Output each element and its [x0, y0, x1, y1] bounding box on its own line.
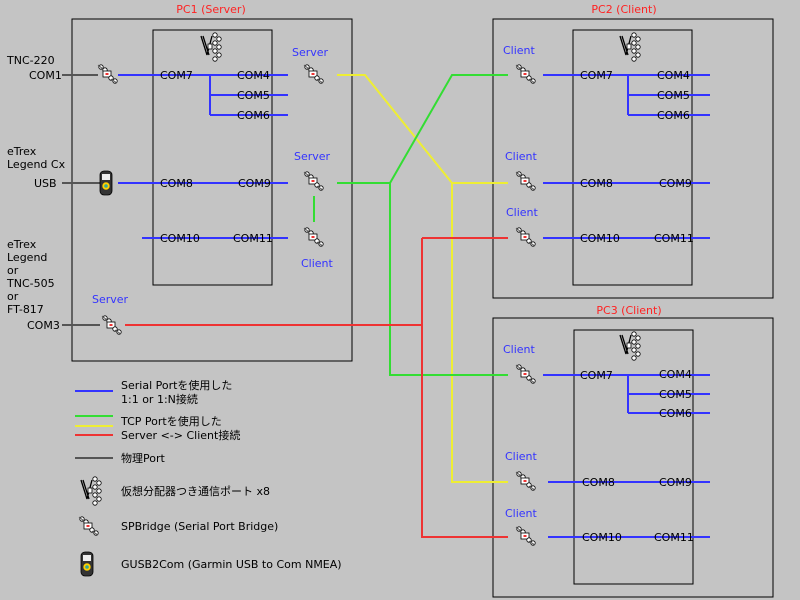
legend-gps-icon: [80, 551, 94, 577]
pc1-com4-label: COM4: [237, 69, 270, 82]
pc1-com7-label: COM7: [160, 69, 193, 82]
pc3-com4-label: COM4: [659, 368, 692, 381]
pc3-client-bridge-icon-2: [515, 471, 536, 491]
legend-serial-text-2: 1:1 or 1:N接続: [121, 392, 198, 406]
pc3-client-label-1: Client: [503, 343, 536, 356]
server-client-red-lines: [125, 237, 508, 538]
pc1-com9-label: COM9: [238, 177, 271, 190]
pc1-client-label: Client: [301, 257, 334, 270]
pc1-server-label-mid: Server: [294, 150, 331, 163]
pc3-com6-label: COM6: [659, 407, 692, 420]
multi-device-label-6: FT-817: [7, 303, 44, 316]
com3-label: COM3: [27, 319, 60, 332]
pc1-com11-label: COM11: [233, 232, 273, 245]
pc2-vport-icon: [619, 32, 641, 62]
pc2-client-label-3: Client: [506, 206, 539, 219]
multi-device-label-3: or: [7, 264, 19, 277]
pc1-com10-label: COM10: [160, 232, 200, 245]
pc3-com11-label: COM11: [654, 531, 694, 544]
pc3-com10-label: COM10: [582, 531, 622, 544]
pc3-title: PC3 (Client): [596, 304, 661, 317]
pc1-server-bridge-icon-mid: [303, 171, 324, 191]
pc1-com6-label: COM6: [237, 109, 270, 122]
legend-bridge-icon: [78, 516, 99, 536]
pc2-com9-label: COM9: [659, 177, 692, 190]
legend-tcp-text: TCP Portを使用した: [120, 415, 222, 428]
legend-gps-text: GUSB2Com (Garmin USB to Com NMEA): [121, 558, 342, 571]
pc3-serial-lines: [543, 374, 710, 538]
etrex-cx-label-1: eTrex: [7, 145, 37, 158]
pc2-title: PC2 (Client): [591, 3, 656, 16]
pc2-com7-label: COM7: [580, 69, 613, 82]
pc1-com8-label: COM8: [160, 177, 193, 190]
legend-bridge-text: SPBridge (Serial Port Bridge): [121, 520, 278, 533]
pc1-vport-icon: [200, 32, 222, 62]
legend-vport-text: 仮想分配器つき通信ポート x8: [121, 484, 270, 498]
pc1-server-bridge-icon-top: [303, 64, 324, 84]
legend: Serial Portを使用した 1:1 or 1:N接続 TCP Portを使…: [75, 379, 342, 577]
usb-label: USB: [34, 177, 57, 190]
multi-device-label-1: eTrex: [7, 238, 37, 251]
pc1-com3-bridge-icon: [101, 315, 122, 335]
pc3-client-bridge-icon-1: [515, 364, 536, 384]
pc3-com9-label: COM9: [659, 476, 692, 489]
pc1-box: [71, 18, 353, 362]
pc3-client-bridge-icon-3: [515, 526, 536, 546]
pc2-com6-label: COM6: [657, 109, 690, 122]
pc3-inner-box: [573, 329, 694, 585]
pc2-com4-label: COM4: [657, 69, 690, 82]
pc1-title: PC1 (Server): [176, 3, 245, 16]
multi-device-label-5: or: [7, 290, 19, 303]
etrex-cx-label-2: Legend Cx: [7, 158, 66, 171]
multi-device-label-4: TNC-505: [6, 277, 55, 290]
physical-lines: [62, 74, 100, 326]
pc1-com5-label: COM5: [237, 89, 270, 102]
pc1-server-label-top: Server: [292, 46, 329, 59]
pc1-client-bridge-icon: [303, 227, 324, 247]
legend-serial-text-1: Serial Portを使用した: [121, 379, 232, 392]
pc2-com8-label: COM8: [580, 177, 613, 190]
pc2-client-label-2: Client: [505, 150, 538, 163]
pc2-com10-label: COM10: [580, 232, 620, 245]
tnc220-label: TNC-220: [6, 54, 55, 67]
pc1-inner-box: [152, 29, 273, 286]
pc1-server-label-bottom: Server: [92, 293, 129, 306]
pc1-com1-bridge-icon: [97, 64, 118, 84]
pc3-com7-label: COM7: [580, 369, 613, 382]
pc3-box: [492, 317, 774, 598]
legend-vport-icon: [80, 476, 102, 506]
pc2-inner-box: [572, 29, 693, 286]
legend-physical-text: 物理Port: [121, 451, 165, 465]
legend-red-text: Server <-> Client接続: [121, 428, 240, 442]
pc2-client-bridge-icon-1: [515, 64, 536, 84]
com1-label: COM1: [29, 69, 62, 82]
pc2-com11-label: COM11: [654, 232, 694, 245]
multi-device-label-2: Legend: [7, 251, 47, 264]
pc3-com8-label: COM8: [582, 476, 615, 489]
gps-device-icon: [99, 170, 113, 196]
tcp-green-lines: [313, 74, 508, 376]
pc2-com5-label: COM5: [657, 89, 690, 102]
pc2-serial-lines: [543, 74, 710, 239]
pc3-client-label-3: Client: [505, 507, 538, 520]
pc3-vport-icon: [619, 331, 641, 361]
pc2-client-bridge-icon-3: [515, 227, 536, 247]
pc2-box: [492, 18, 774, 299]
pc3-client-label-2: Client: [505, 450, 538, 463]
pc2-client-bridge-icon-2: [515, 171, 536, 191]
pc2-client-label-1: Client: [503, 44, 536, 57]
tcp-yellow-lines: [337, 74, 508, 483]
pc3-com5-label: COM5: [659, 388, 692, 401]
pc1-serial-lines: [118, 74, 288, 239]
